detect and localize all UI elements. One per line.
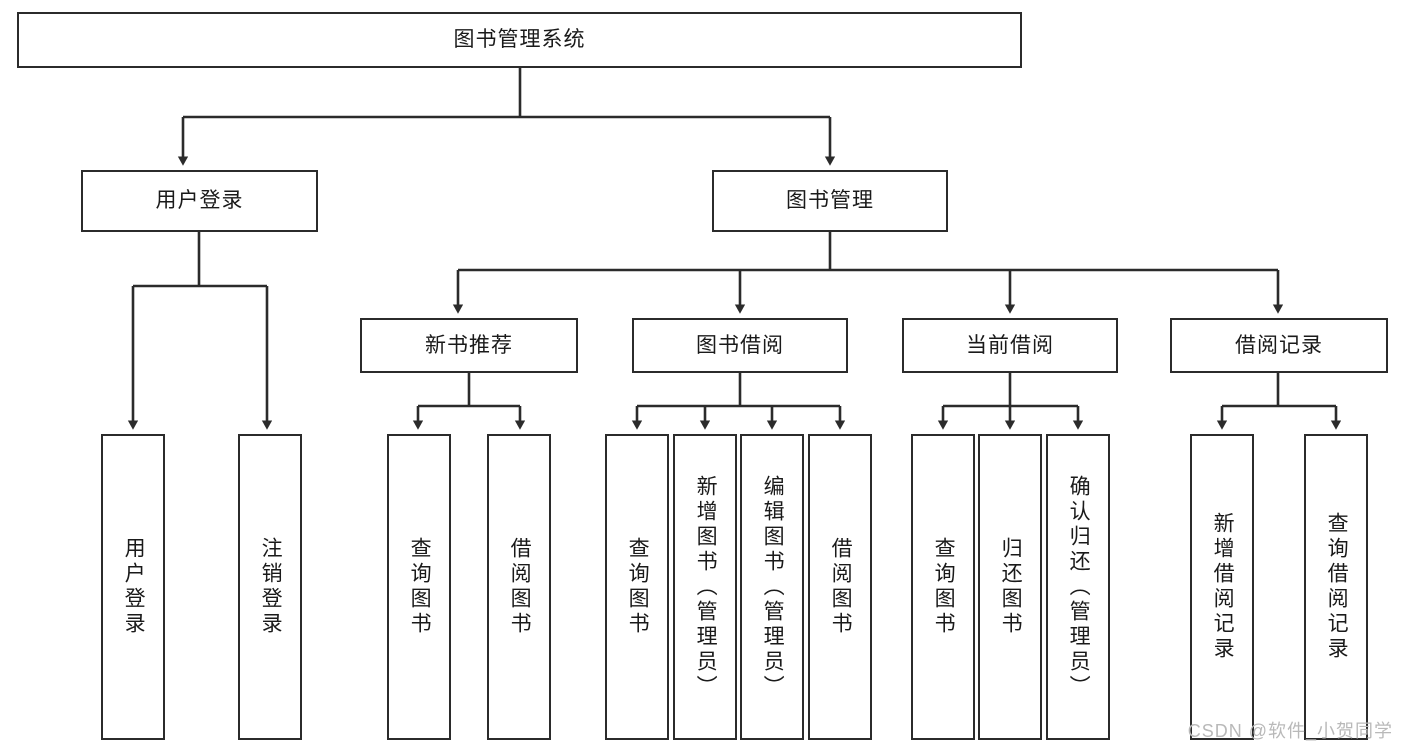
node-leaf-login-label: 用户登录 [122,537,146,637]
node-leaf-borrow-book-2-label: 借阅图书 [829,537,853,637]
csdn-watermark: CSDN @软件_小贺同学 [1187,721,1393,741]
node-leaf-edit-book[interactable]: 编辑图书（管理员） [740,434,804,740]
node-leaf-return-book-label: 归还图书 [999,537,1023,637]
node-current-borrow-label: 当前借阅 [966,333,1054,357]
node-leaf-query-book-3-label: 查询图书 [932,537,956,637]
node-leaf-add-book[interactable]: 新增图书（管理员） [673,434,737,740]
node-user-login-label: 用户登录 [155,189,244,213]
node-leaf-logout[interactable]: 注销登录 [238,434,302,740]
node-leaf-add-record[interactable]: 新增借阅记录 [1190,434,1254,740]
node-book-borrow[interactable]: 图书借阅 [632,318,848,373]
node-leaf-confirm-return[interactable]: 确认归还（管理员） [1046,434,1110,740]
node-leaf-edit-book-label: 编辑图书（管理员） [761,474,785,700]
node-leaf-query-book-1-label: 查询图书 [408,537,432,637]
node-borrow-record-label: 借阅记录 [1235,333,1323,357]
node-new-book-recommend[interactable]: 新书推荐 [360,318,578,373]
node-borrow-record[interactable]: 借阅记录 [1170,318,1388,373]
node-leaf-query-book-2[interactable]: 查询图书 [605,434,669,740]
node-root-label: 图书管理系统 [453,28,586,52]
node-leaf-return-book[interactable]: 归还图书 [978,434,1042,740]
node-book-manage-label: 图书管理 [786,189,874,213]
node-leaf-confirm-return-label: 确认归还（管理员） [1067,474,1091,700]
node-leaf-query-book-1[interactable]: 查询图书 [387,434,451,740]
node-leaf-query-record-label: 查询借阅记录 [1325,512,1349,662]
node-root-system[interactable]: 图书管理系统 [17,12,1022,68]
node-leaf-borrow-book-2[interactable]: 借阅图书 [808,434,872,740]
node-leaf-borrow-book-1[interactable]: 借阅图书 [487,434,551,740]
node-current-borrow[interactable]: 当前借阅 [902,318,1118,373]
node-leaf-logout-label: 注销登录 [259,537,283,637]
node-new-book-recommend-label: 新书推荐 [425,333,513,357]
node-leaf-login[interactable]: 用户登录 [101,434,165,740]
node-user-login[interactable]: 用户登录 [81,170,318,232]
node-leaf-add-record-label: 新增借阅记录 [1211,512,1235,662]
node-leaf-add-book-label: 新增图书（管理员） [694,474,718,700]
node-leaf-query-book-3[interactable]: 查询图书 [911,434,975,740]
node-leaf-query-record[interactable]: 查询借阅记录 [1304,434,1368,740]
node-book-manage[interactable]: 图书管理 [712,170,948,232]
node-book-borrow-label: 图书借阅 [696,333,784,357]
node-leaf-borrow-book-1-label: 借阅图书 [508,537,532,637]
node-leaf-query-book-2-label: 查询图书 [626,537,650,637]
